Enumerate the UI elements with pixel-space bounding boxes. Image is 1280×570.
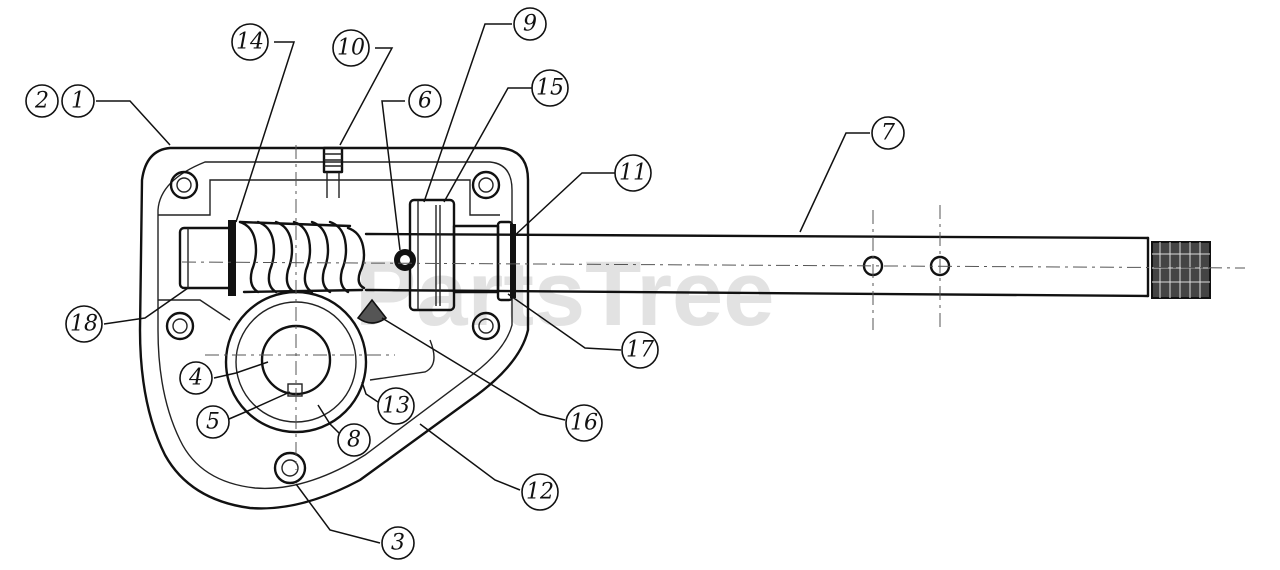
bolt-hole-left: [165, 311, 195, 341]
thrust-washer: [228, 220, 236, 296]
callout-1[interactable]: 1: [61, 84, 95, 118]
callout-13[interactable]: 13: [377, 387, 415, 425]
callout-16[interactable]: 16: [565, 404, 603, 442]
callout-18[interactable]: 18: [65, 305, 103, 343]
svg-text:10: 10: [337, 36, 365, 61]
left-bearing: [178, 226, 234, 290]
svg-text:3: 3: [391, 531, 405, 556]
bolt-hole-bottom: [273, 451, 307, 485]
bolt-hole-top-right: [471, 170, 501, 200]
fill-plug: [322, 146, 344, 198]
bolt-hole-right: [471, 311, 501, 341]
callout-7[interactable]: 7: [871, 116, 905, 150]
housing-outer: [138, 146, 530, 510]
svg-text:2: 2: [34, 89, 49, 114]
shaft-spline: [1151, 241, 1211, 299]
svg-text:8: 8: [347, 428, 361, 453]
svg-text:4: 4: [188, 366, 203, 391]
grease-fitting: [356, 298, 388, 324]
watermark: PartsTree: [355, 243, 774, 345]
callout-17[interactable]: 17: [621, 331, 659, 369]
callout-9[interactable]: 9: [513, 7, 547, 41]
callout-8[interactable]: 8: [337, 423, 371, 457]
svg-text:5: 5: [206, 410, 220, 435]
callout-2[interactable]: 2: [25, 84, 59, 118]
callout-10[interactable]: 10: [332, 29, 370, 67]
svg-text:7: 7: [881, 121, 895, 146]
svg-text:9: 9: [523, 12, 537, 37]
leader-lines: [96, 23, 870, 544]
callout-6[interactable]: 6: [408, 84, 442, 118]
svg-text:17: 17: [626, 338, 654, 363]
callout-5[interactable]: 5: [196, 405, 230, 439]
svg-text:18: 18: [70, 312, 98, 337]
housing-inner: [157, 161, 513, 490]
svg-text:16: 16: [570, 411, 598, 436]
svg-text:13: 13: [382, 394, 410, 419]
pin: [394, 249, 416, 271]
svg-text:1: 1: [71, 89, 85, 114]
svg-text:15: 15: [536, 76, 564, 101]
svg-text:11: 11: [619, 161, 647, 186]
callout-12[interactable]: 12: [521, 473, 559, 511]
callout-4[interactable]: 4: [179, 361, 213, 395]
seal-collar: [496, 220, 516, 302]
worm-gear: [238, 220, 366, 294]
svg-text:14: 14: [236, 30, 264, 55]
svg-text:6: 6: [418, 89, 432, 114]
callout-11[interactable]: 11: [614, 154, 652, 192]
svg-text:12: 12: [526, 480, 554, 505]
bolt-hole-top-left: [169, 170, 199, 200]
callout-14[interactable]: 14: [231, 23, 269, 61]
callout-3[interactable]: 3: [381, 526, 415, 560]
callout-15[interactable]: 15: [531, 69, 569, 107]
